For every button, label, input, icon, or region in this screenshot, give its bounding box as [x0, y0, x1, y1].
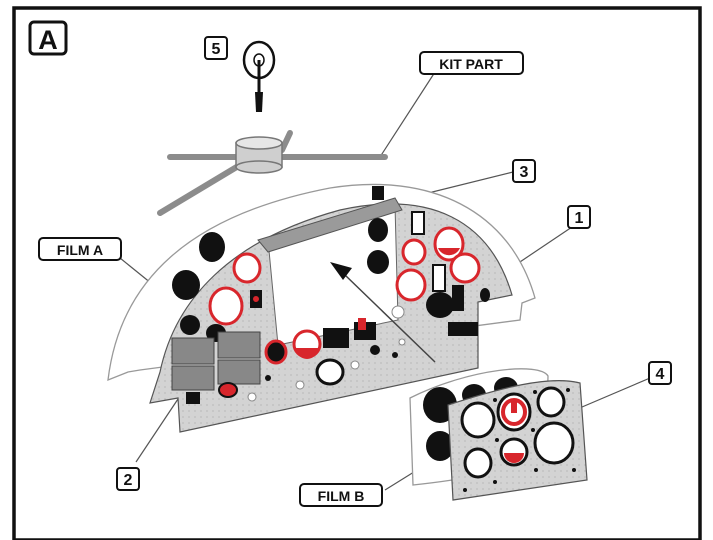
- callout-kit-part: KIT PART: [419, 51, 524, 75]
- lower-panel-gauges: [171, 318, 406, 404]
- assembly-arrow: [330, 262, 436, 363]
- svg-text:FILM B: FILM B: [318, 488, 365, 504]
- panel-letter-box: A: [28, 20, 68, 56]
- svg-text:KIT PART: KIT PART: [439, 56, 503, 72]
- small-panel-gauges: [460, 386, 576, 492]
- shield-block: [372, 186, 384, 200]
- panel-letter: A: [38, 25, 58, 55]
- svg-text:1: 1: [575, 210, 584, 227]
- svg-text:3: 3: [520, 164, 529, 181]
- glare-shield: [257, 197, 403, 253]
- callout-film-a: FILM A: [38, 237, 122, 261]
- callout-film-b: FILM B: [299, 483, 383, 507]
- gunsight-part: [242, 40, 276, 112]
- svg-text:2: 2: [124, 472, 133, 489]
- callout-4: 4: [648, 361, 672, 385]
- svg-text:4: 4: [656, 366, 665, 383]
- svg-text:5: 5: [212, 41, 221, 58]
- callout-2: 2: [116, 467, 140, 491]
- kit-part-crossbar: [157, 130, 388, 216]
- callout-3: 3: [512, 159, 536, 183]
- callout-1: 1: [567, 205, 591, 229]
- svg-text:FILM A: FILM A: [57, 242, 103, 258]
- callout-5: 5: [204, 36, 228, 60]
